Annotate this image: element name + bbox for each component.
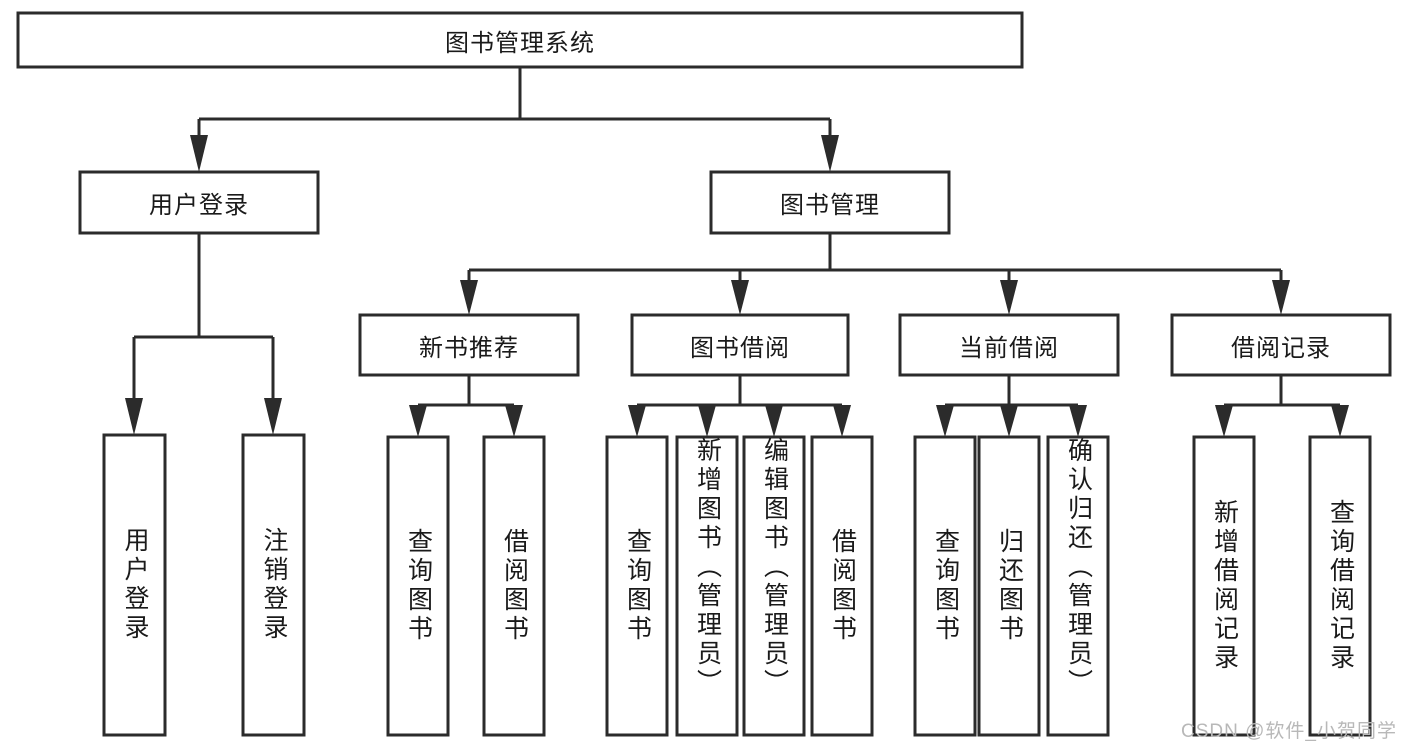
arrowhead-leaf-current-borrow-1 <box>936 405 954 437</box>
node-box-leaf-current-borrow-2[interactable] <box>977 435 1041 737</box>
arrowhead-leaf-current-borrow-3 <box>1069 405 1087 437</box>
arrowhead-leaf-new-book-1 <box>409 405 427 437</box>
node-box-leaf-book-borrow-1[interactable] <box>605 435 669 737</box>
node-box-leaf-book-borrow-2[interactable] <box>675 435 739 737</box>
node-box-current-borrow[interactable] <box>898 313 1120 377</box>
node-box-leaf-user-login-2[interactable] <box>241 433 306 737</box>
node-box-leaf-current-borrow-3[interactable] <box>1046 435 1110 737</box>
arrowhead-leaf-book-borrow-3 <box>765 405 783 437</box>
arrowhead-leaf-current-borrow-2 <box>1000 405 1018 437</box>
arrowhead-leaf-borrow-record-1 <box>1215 405 1233 437</box>
arrowhead-leaf-book-borrow-4 <box>833 405 851 437</box>
csdn-watermark: CSDN @软件_小贺同学 <box>1181 721 1397 742</box>
node-box-leaf-borrow-record-1[interactable] <box>1192 435 1256 737</box>
node-box-user-login[interactable] <box>78 170 320 235</box>
node-box-leaf-new-book-1[interactable] <box>386 435 450 737</box>
node-box-leaf-book-borrow-3[interactable] <box>742 435 806 737</box>
node-box-root[interactable] <box>16 11 1024 69</box>
arrowhead-current-borrow <box>1000 280 1018 315</box>
node-box-leaf-user-login-1[interactable] <box>102 433 167 737</box>
node-box-leaf-borrow-record-2[interactable] <box>1308 435 1372 737</box>
arrowhead-user-login <box>190 135 208 172</box>
arrowhead-new-book-recommend <box>460 280 478 315</box>
arrowhead-leaf-user-login-1 <box>125 398 143 435</box>
arrowhead-leaf-new-book-2 <box>505 405 523 437</box>
arrowhead-book-manage <box>821 135 839 172</box>
arrowhead-book-borrow <box>731 280 749 315</box>
arrowhead-borrow-record <box>1272 280 1290 315</box>
node-box-leaf-book-borrow-4[interactable] <box>810 435 874 737</box>
node-box-new-book-recommend[interactable] <box>358 313 580 377</box>
node-box-book-manage[interactable] <box>709 170 951 235</box>
node-box-leaf-new-book-2[interactable] <box>482 435 546 737</box>
arrowhead-leaf-book-borrow-2 <box>698 405 716 437</box>
node-box-borrow-record[interactable] <box>1170 313 1392 377</box>
node-box-book-borrow[interactable] <box>630 313 850 377</box>
arrowhead-leaf-book-borrow-1 <box>628 405 646 437</box>
arrowhead-leaf-user-login-2 <box>264 398 282 435</box>
node-box-leaf-current-borrow-1[interactable] <box>913 435 977 737</box>
arrowhead-leaf-borrow-record-2 <box>1331 405 1349 437</box>
